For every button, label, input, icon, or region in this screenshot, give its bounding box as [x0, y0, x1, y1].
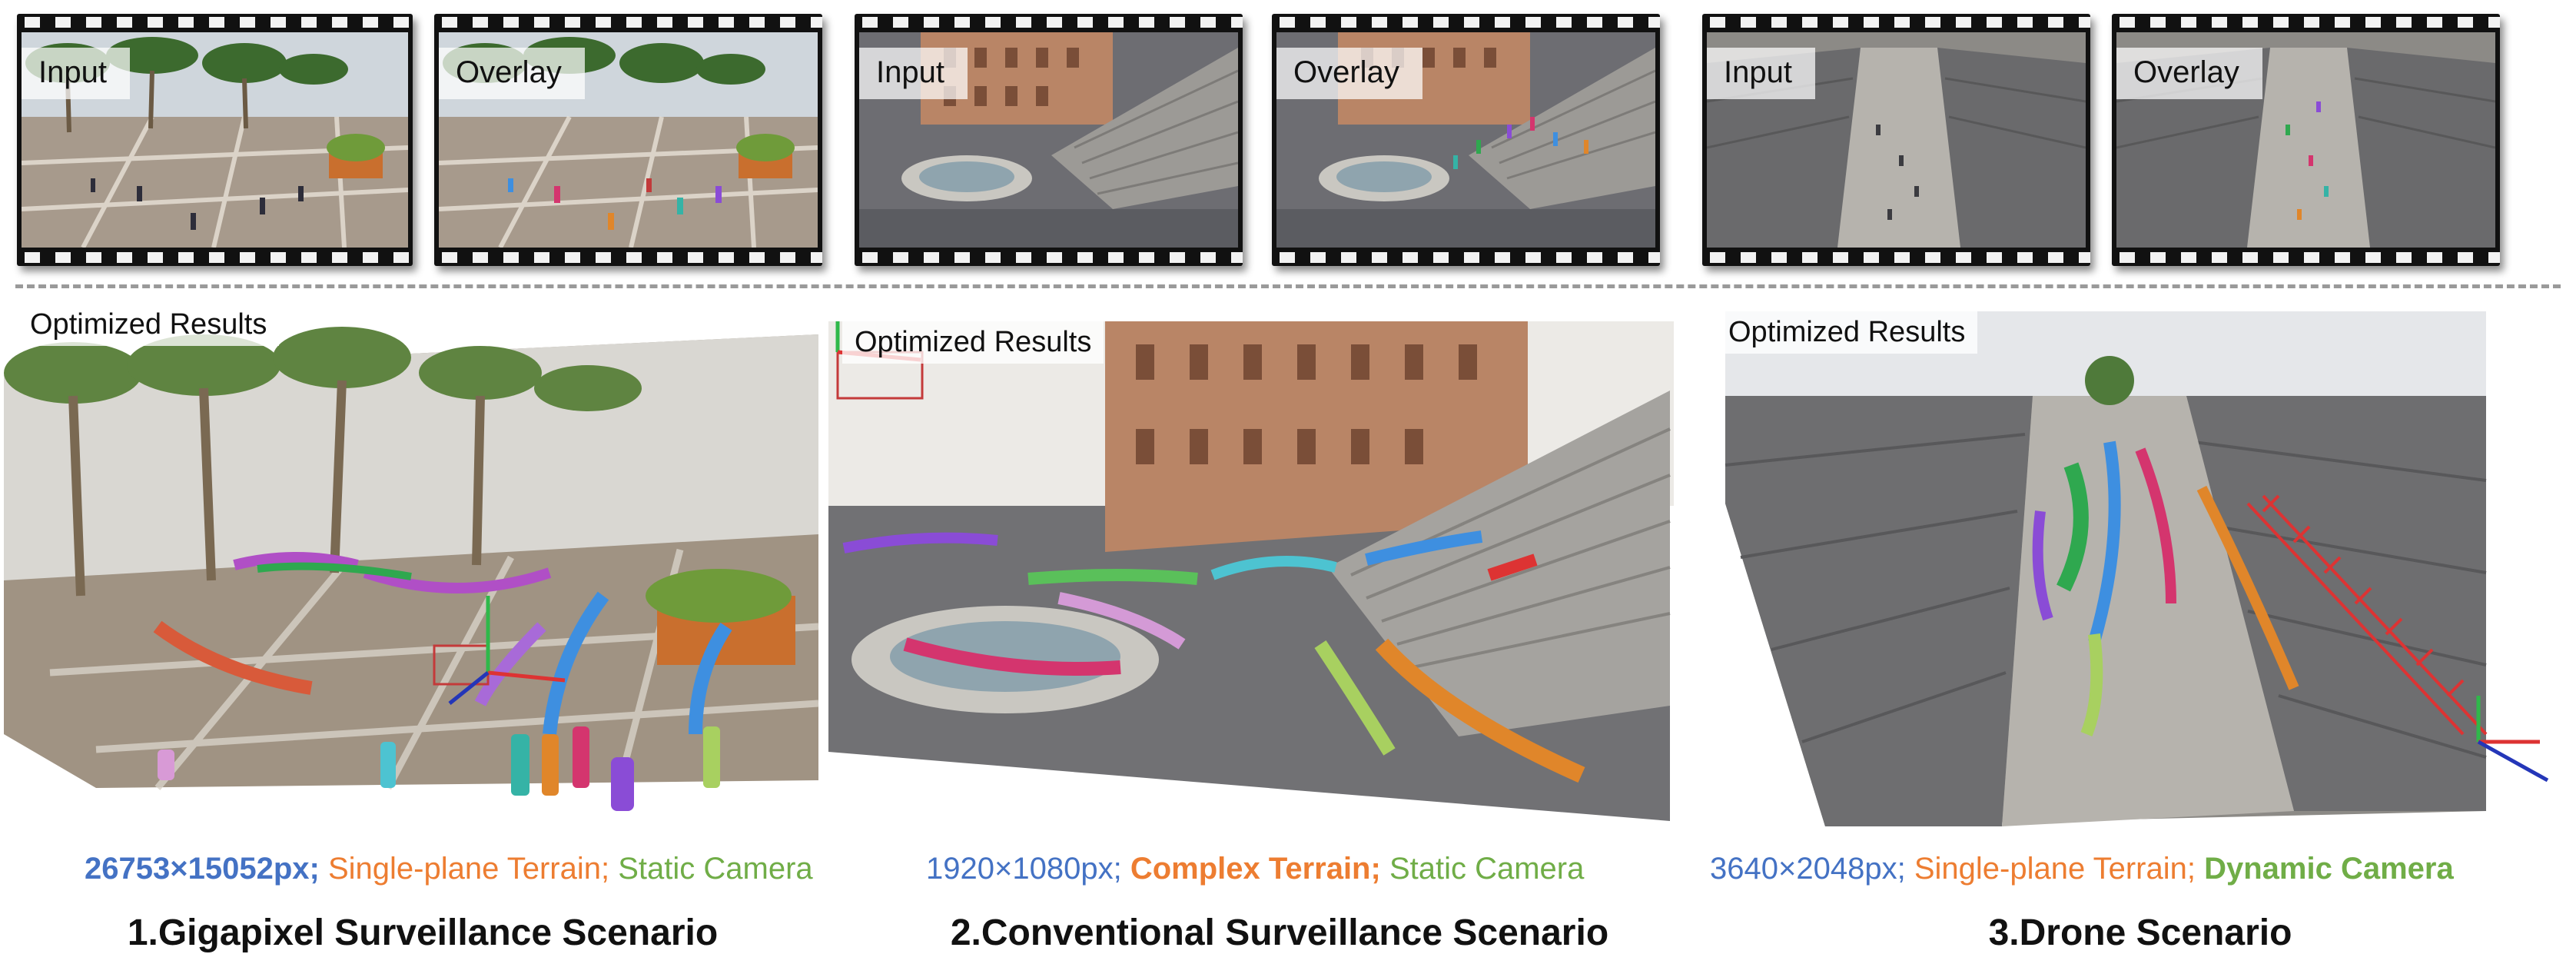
overlay-label: Overlay — [1276, 48, 1422, 99]
frame-image-plaza-input: Input — [22, 32, 408, 248]
film-frame-s2-input: Input — [855, 14, 1243, 266]
film-frame-s1-input: Input — [17, 14, 413, 266]
caption-scenario-3: 3640×2048px; Single-plane Terrain; Dynam… — [1710, 852, 2563, 886]
street-scene-overlay — [2116, 32, 2495, 248]
steps-scene — [859, 32, 1238, 248]
input-label: Input — [859, 48, 968, 99]
caption-camera: Static Camera — [618, 852, 813, 886]
optimized-results-label: Optimized Results — [842, 321, 1104, 364]
caption-terrain: Single-plane Terrain; — [1914, 852, 2196, 886]
caption-scenario-2: 1920×1080px; Complex Terrain; Static Cam… — [926, 852, 1695, 886]
optimized-result-conventional: Optimized Results — [828, 321, 1674, 829]
input-label: Input — [1707, 48, 1815, 99]
scenario-3-title: 3.Drone Scenario — [1988, 912, 2292, 953]
frame-image-plaza-overlay: Overlay — [439, 32, 818, 248]
caption-resolution: 3640×2048px; — [1710, 852, 1906, 886]
caption-terrain: Single-plane Terrain; — [327, 852, 610, 886]
conventional-reconstruction — [828, 321, 1674, 821]
input-label: Input — [22, 48, 130, 99]
optimized-result-gigapixel: Optimized Results — [4, 304, 822, 834]
film-frame-s3-overlay: Overlay — [2112, 14, 2500, 266]
scenario-2-title: 2.Conventional Surveillance Scenario — [950, 912, 1609, 953]
film-frame-s2-overlay: Overlay — [1272, 14, 1660, 266]
scenario-1-title: 1.Gigapixel Surveillance Scenario — [127, 912, 719, 953]
gigapixel-reconstruction — [4, 327, 819, 811]
caption-camera: Static Camera — [1389, 852, 1585, 886]
caption-resolution: 1920×1080px; — [926, 852, 1122, 886]
caption-terrain: Complex Terrain; — [1130, 852, 1381, 886]
frame-image-steps-input: Input — [859, 32, 1238, 248]
drone-reconstruction — [1725, 311, 2549, 826]
frame-image-steps-overlay: Overlay — [1276, 32, 1655, 248]
film-frame-s3-input: Input — [1702, 14, 2090, 266]
frame-image-street-overlay: Overlay — [2116, 32, 2495, 248]
overlay-label: Overlay — [439, 48, 585, 99]
caption-camera: Dynamic Camera — [2204, 852, 2454, 886]
caption-scenario-1: 26753×15052px; Single-plane Terrain; Sta… — [85, 852, 853, 886]
optimized-results-label: Optimized Results — [1716, 311, 1978, 354]
caption-resolution: 26753×15052px; — [85, 852, 320, 886]
overlay-label: Overlay — [2116, 48, 2262, 99]
optimized-result-drone: Optimized Results — [1710, 311, 2571, 834]
dashed-separator — [15, 284, 2561, 288]
optimized-results-label: Optimized Results — [18, 304, 280, 346]
street-scene — [1707, 32, 2086, 248]
film-frame-s1-overlay: Overlay — [434, 14, 822, 266]
frame-image-street-input: Input — [1707, 32, 2086, 248]
